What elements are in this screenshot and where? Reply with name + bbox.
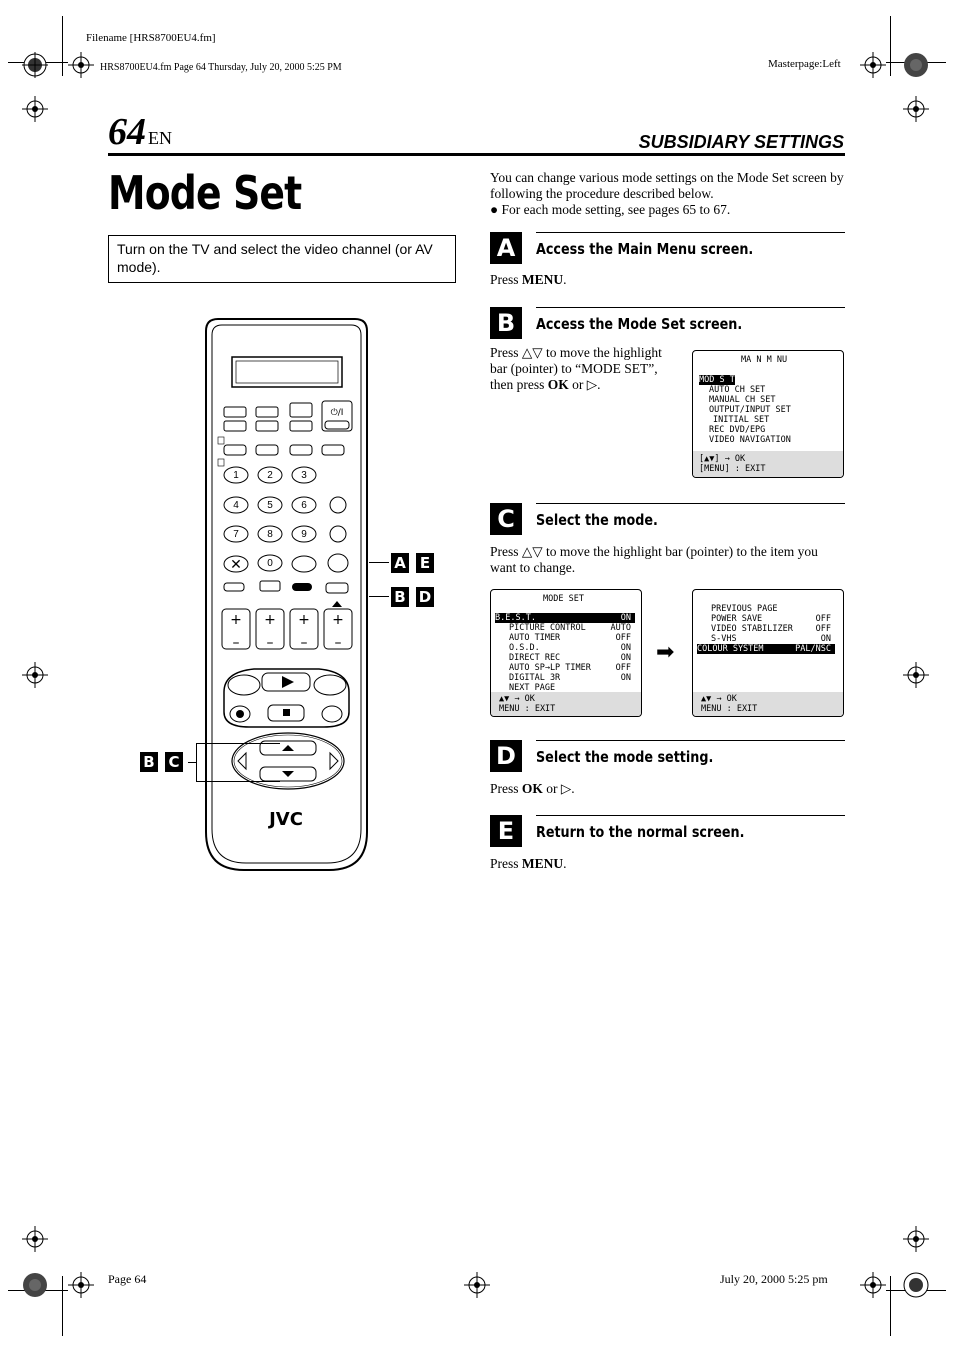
callout-badge: E bbox=[416, 553, 434, 573]
svg-text:✕: ✕ bbox=[230, 557, 242, 573]
step-3: C Select the mode. Press △▽ to move the … bbox=[490, 503, 845, 583]
arrow-right-icon: ➡ bbox=[656, 640, 675, 665]
svg-text:+: + bbox=[332, 612, 344, 628]
registration-mark-icon bbox=[903, 1272, 929, 1298]
callout-line bbox=[369, 562, 389, 563]
crosshair-mark-icon bbox=[860, 52, 886, 78]
callout-badge: A bbox=[391, 553, 409, 573]
footer-date: July 20, 2000 5:25 pm bbox=[720, 1272, 828, 1286]
filename-label: Filename [HRS8700EU4.fm] bbox=[86, 32, 216, 44]
crosshair-mark-icon bbox=[68, 1272, 94, 1298]
callout-badge: B bbox=[391, 587, 409, 607]
svg-text:7: 7 bbox=[233, 529, 239, 540]
footer-page: Page 64 bbox=[108, 1272, 147, 1286]
svg-text:8: 8 bbox=[267, 529, 273, 540]
crosshair-mark-icon bbox=[903, 1226, 929, 1252]
fileinfo-label: HRS8700EU4.fm Page 64 Thursday, July 20,… bbox=[100, 62, 342, 73]
svg-text:1: 1 bbox=[233, 470, 239, 481]
crosshair-mark-icon bbox=[22, 96, 48, 122]
section-title: SUBSIDIARY SETTINGS bbox=[638, 132, 844, 152]
note-box: Turn on the TV and select the video chan… bbox=[108, 235, 456, 283]
svg-text:9: 9 bbox=[301, 529, 307, 540]
callout-badge: C bbox=[165, 752, 183, 772]
crop-mark bbox=[890, 16, 891, 76]
svg-text:⏻/I: ⏻/I bbox=[331, 407, 344, 418]
svg-text:JVC: JVC bbox=[267, 809, 303, 830]
crosshair-mark-icon bbox=[903, 96, 929, 122]
callout-badge: D bbox=[416, 587, 434, 607]
step-2: B Access the Mode Set screen. Press △▽ t… bbox=[490, 307, 845, 487]
registration-mark-icon bbox=[22, 52, 48, 78]
callout-line bbox=[188, 762, 196, 763]
svg-text:–: – bbox=[233, 635, 240, 651]
crop-mark bbox=[62, 1276, 63, 1336]
step-4: D Select the mode setting. Press OK or ▷… bbox=[490, 740, 845, 800]
step-1: A Access the Main Menu screen. Press MEN… bbox=[490, 232, 845, 292]
svg-text:+: + bbox=[230, 612, 242, 628]
svg-text:4: 4 bbox=[233, 500, 239, 511]
callout-badge: B bbox=[140, 752, 158, 772]
crosshair-mark-icon bbox=[22, 1226, 48, 1252]
callout-line bbox=[196, 743, 197, 781]
svg-text:–: – bbox=[267, 635, 274, 651]
svg-text:3: 3 bbox=[301, 470, 307, 481]
crosshair-mark-icon bbox=[860, 1272, 886, 1298]
svg-text:5: 5 bbox=[267, 500, 273, 511]
registration-mark-icon bbox=[23, 1273, 47, 1297]
callout-line bbox=[196, 781, 280, 782]
crosshair-mark-icon bbox=[464, 1272, 490, 1298]
crosshair-mark-icon bbox=[22, 662, 48, 688]
step-5: E Return to the normal screen. Press MEN… bbox=[490, 815, 845, 875]
masterpage-label: Masterpage:Left bbox=[768, 58, 841, 70]
svg-text:0: 0 bbox=[267, 558, 273, 569]
main-menu-screen: MA N M NU MOD S T AUTO CH SET MANUAL CH … bbox=[692, 350, 844, 478]
crosshair-mark-icon bbox=[68, 52, 94, 78]
svg-text:+: + bbox=[264, 612, 276, 628]
crop-mark bbox=[890, 1276, 891, 1336]
intro-text: You can change various mode settings on … bbox=[490, 170, 844, 217]
page-title: Mode Set bbox=[108, 166, 302, 220]
callout-line bbox=[369, 596, 389, 597]
crop-mark bbox=[62, 16, 63, 76]
svg-text:6: 6 bbox=[301, 500, 307, 511]
remote-control-illustration: ⏻/I 1 2 3 4 5 6 7 8 9 0 ✕ + – + – + – + – bbox=[205, 318, 368, 871]
callout-line bbox=[196, 743, 280, 744]
svg-text:–: – bbox=[301, 635, 308, 651]
registration-mark-icon bbox=[904, 53, 928, 77]
header-rule bbox=[108, 153, 845, 156]
crosshair-mark-icon bbox=[903, 662, 929, 688]
svg-text:2: 2 bbox=[267, 470, 273, 481]
svg-text:+: + bbox=[298, 612, 310, 628]
svg-text:–: – bbox=[335, 635, 342, 651]
